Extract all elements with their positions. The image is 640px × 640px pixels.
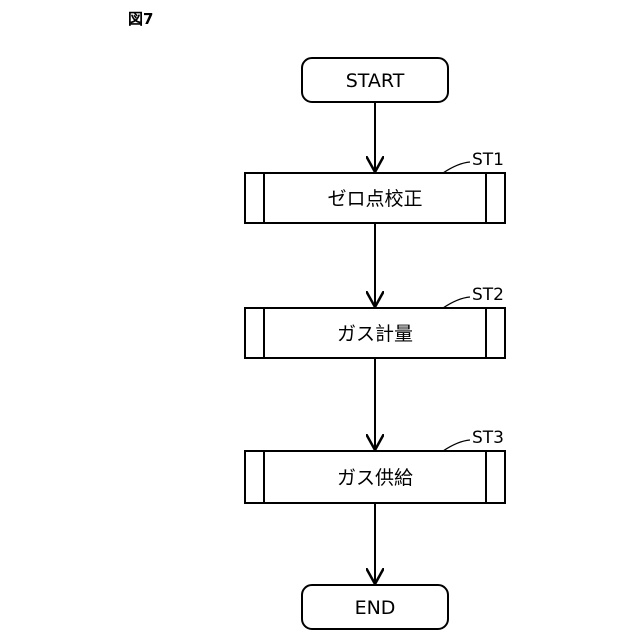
st1-leader-line [443, 162, 470, 173]
st3-tag: ST3 [472, 428, 504, 448]
start-node: START [302, 58, 448, 102]
st2-tag: ST2 [472, 285, 504, 305]
st3-label: ガス供給 [337, 467, 413, 489]
st1-tag: ST1 [472, 150, 504, 170]
st1-label: ゼロ点校正 [327, 188, 422, 210]
start-label: START [346, 70, 405, 92]
end-label: END [355, 597, 396, 619]
st2-leader-line [443, 297, 470, 308]
end-node: END [302, 585, 448, 629]
st3-leader-line [443, 440, 470, 451]
st2-label: ガス計量 [337, 323, 413, 345]
figure-label: 図7 [128, 10, 153, 28]
